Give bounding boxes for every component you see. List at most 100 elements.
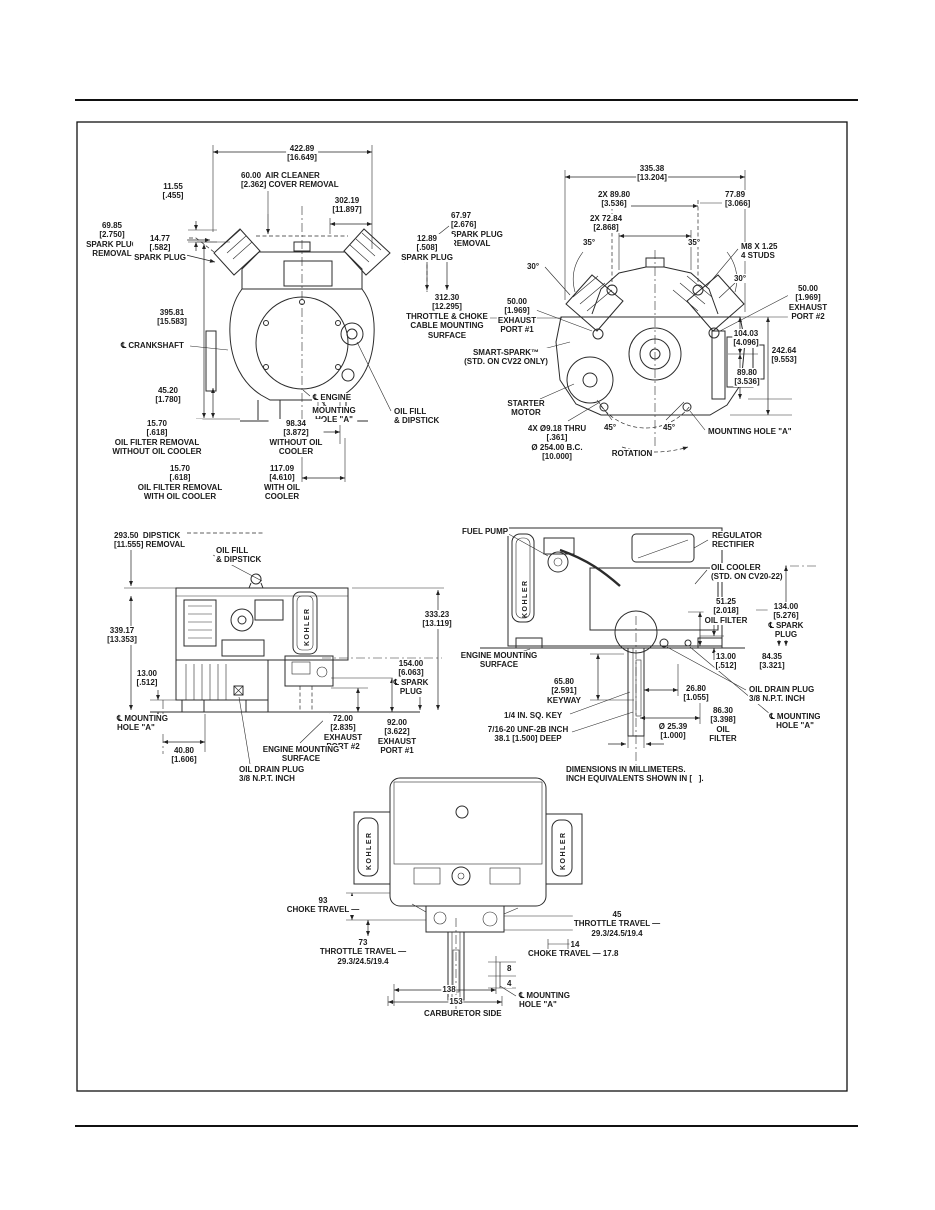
keyway-label: 65.80 [2.591] KEYWAY	[546, 677, 582, 706]
dim-395-81: 395.81 [15.583]	[156, 308, 188, 327]
air-cleaner-cover-removal-label: 60.00 AIR CLEANER [2.362] COVER REMOVAL	[240, 171, 340, 190]
angle-45-left: 45°	[602, 423, 618, 433]
without-oil-cooler-label: 98.34 [3.872] WITHOUT OIL COOLER	[268, 419, 324, 457]
dim-4: 4	[506, 979, 513, 989]
engine-mounting-surface-label: ENGINE MOUNTING SURFACE	[261, 745, 341, 764]
bolt-circle-label: 4X Ø9.18 THRU [.361] Ø 254.00 B.C. [10.0…	[526, 424, 588, 462]
carburetor-side-view-drawing: KOHLER KOHLER	[346, 777, 600, 1012]
flywheel-screen	[255, 296, 349, 390]
dim-89-80: 89.80 [3.536]	[733, 368, 761, 387]
kohler-logo: KOHLER	[560, 831, 567, 870]
dim-77-89: 77.89 [3.066]	[724, 190, 752, 209]
dim-2x-89-80: 2X 89.80 [3.536]	[596, 190, 632, 209]
kohler-badge	[292, 591, 318, 655]
quarter-inch-sq-key-label: 1/4 IN. SQ. KEY	[503, 711, 564, 721]
exhaust-port-1-shape	[592, 328, 604, 340]
fuel-pump-shape	[543, 537, 575, 555]
spark-plug-centerline-label: 134.00 [5.276] ℄ SPARK PLUG	[767, 602, 805, 640]
top-view-drawing	[445, 170, 792, 453]
kohler-badge	[551, 819, 573, 877]
oil-fill-dipstick-label: OIL FILL & DIPSTICK	[215, 546, 263, 565]
angle-35-right: 35°	[686, 238, 702, 248]
shaft-diameter-label: Ø 25.39 [1.000]	[657, 722, 689, 741]
oil-filter-removal-with-label: 15.70 [.618] OIL FILTER REMOVAL WITH OIL…	[136, 464, 224, 502]
kohler-logo: KOHLER	[366, 831, 373, 870]
regulator-shape	[631, 533, 695, 563]
exhaust-port-1-label: 50.00 [1.969] EXHAUST PORT #1	[496, 297, 538, 335]
dim-8: 8	[506, 964, 513, 974]
oil-fill-cap	[340, 322, 364, 346]
carburetor-shape	[284, 655, 334, 687]
kohler-badge	[357, 817, 379, 877]
exhaust-port-2-label: 50.00 [1.969] EXHAUST PORT #2	[787, 284, 829, 322]
cylinder-right	[343, 228, 391, 276]
kohler-badge	[511, 533, 535, 623]
oil-filter-86-30-label: 86.30 [3.398] OIL FILTER	[708, 706, 738, 744]
cylinder-left	[565, 274, 624, 332]
choke-travel-93-label: 93 CHOKE TRAVEL —	[285, 896, 361, 915]
cylinder-right	[686, 274, 745, 332]
dim-242-64: 242.64 [9.553]	[770, 346, 798, 365]
cylinder-left	[213, 228, 261, 276]
kohler-logo: KOHLER	[304, 607, 311, 646]
spark-plug-removal-right-label: 67.97 [2.676] SPARK PLUG REMOVAL	[450, 211, 504, 249]
dim-14: 14	[569, 940, 581, 950]
dim-104-03: 104.03 [4.096]	[732, 329, 760, 348]
side-view-right-drawing: KOHLER	[480, 527, 818, 768]
carburetor-side-label: CARBURETOR SIDE	[423, 1009, 503, 1019]
engine-mounting-surface-label: ENGINE MOUNTING SURFACE	[459, 651, 539, 670]
mounting-hole-a-label: ℄ MOUNTING HOLE "A"	[768, 712, 822, 731]
angle-35-left: 35°	[581, 238, 597, 248]
dim-40-80: 40.80 [1.606]	[170, 746, 198, 765]
carburetor-shape	[425, 905, 505, 933]
dipstick-handle	[250, 573, 262, 585]
dim-2x-72-84: 2X 72.84 [2.868]	[588, 214, 624, 233]
angle-30-right: 30°	[732, 274, 748, 284]
exhaust-port-1-label: 92.00 [3.622] EXHAUST PORT #1	[376, 718, 418, 756]
dim-422-89: 422.89 [16.649]	[286, 144, 318, 163]
dim-333-23: 333.23 [13.119]	[421, 610, 453, 629]
dipstick-removal-label: 293.50 DIPSTICK [11.555] REMOVAL	[113, 531, 186, 550]
with-oil-cooler-label: 117.09 [4.610] WITH OIL COOLER	[263, 464, 301, 502]
starter-motor-shape	[566, 356, 614, 404]
mounting-hole-a-label: MOUNTING HOLE "A"	[707, 427, 793, 437]
key-shape	[635, 659, 642, 717]
dim-335-38: 335.38 [13.204]	[636, 164, 668, 183]
dim-84-35: 84.35 [3.321]	[758, 652, 786, 671]
dim-26-80: 26.80 [1.055]	[682, 684, 710, 703]
tapped-hole-label: 7/16-20 UNF-2B INCH 38.1 [1.500] DEEP	[486, 725, 570, 744]
dim-13-00: 13.00 [.512]	[714, 652, 738, 671]
dim-339-17: 339.17 [13.353]	[106, 626, 138, 645]
spark-plug-left-label: 14.77 [.582] SPARK PLUG	[133, 234, 187, 263]
regulator-rectifier-label: REGULATOR RECTIFIER	[711, 531, 763, 550]
oil-drain-plug-label: OIL DRAIN PLUG 3/8 N.P.T. INCH	[748, 685, 816, 704]
dim-302-19: 302.19 [11.897]	[331, 196, 363, 215]
mounting-hole-a-label: ℄ MOUNTING HOLE "A"	[518, 991, 571, 1010]
dim-312-30-throttle-choke: 312.30 [12.295] THROTTLE & CHOKE CABLE M…	[405, 293, 489, 341]
oil-drain-plug-label: OIL DRAIN PLUG 3/8 N.P.T. INCH	[238, 765, 306, 784]
m8-studs-label: M8 X 1.25 4 STUDS	[740, 242, 779, 261]
kohler-logo: KOHLER	[522, 579, 529, 618]
page-frame	[75, 99, 858, 1127]
dim-153: 153	[448, 997, 464, 1007]
dimensions-note: DIMENSIONS IN MILLIMETERS. INCH EQUIVALE…	[565, 765, 705, 784]
angle-45-right: 45°	[661, 423, 677, 433]
angle-30-left: 30°	[525, 262, 541, 272]
oil-filter-removal-without-label: 15.70 [.618] OIL FILTER REMOVAL WITHOUT …	[111, 419, 203, 457]
engine-centerline-label: ℄ ENGINE	[312, 393, 353, 403]
smart-spark-label: SMART-SPARK™ (STD. ON CV22 ONLY)	[463, 348, 549, 367]
dim-138: 138	[441, 985, 457, 995]
spark-plug-centerline-label: 154.00 [6.063] ℄ SPARK PLUG	[392, 659, 430, 697]
dim-11-55: 11.55 [.455]	[161, 182, 185, 201]
throttle-travel-73-label: 73 THROTTLE TRAVEL — 29.3/24.5/19.4	[318, 938, 408, 967]
throttle-travel-45-label: 45 THROTTLE TRAVEL — 29.3/24.5/19.4	[572, 910, 662, 939]
oil-filter-51-25-label: 51.25 [2.018] OIL FILTER	[703, 597, 749, 626]
oil-cooler-label: OIL COOLER (STD. ON CV20-22)	[710, 563, 784, 582]
fuel-pump-label: FUEL PUMP	[461, 527, 510, 537]
starter-motor-label: STARTER MOTOR	[506, 399, 546, 418]
dim-45-20: 45.20 [1.780]	[154, 386, 182, 405]
choke-travel-17-8-label: CHOKE TRAVEL — 17.8	[527, 949, 620, 959]
mounting-hole-a-label: ℄ MOUNTING HOLE "A"	[116, 714, 169, 733]
